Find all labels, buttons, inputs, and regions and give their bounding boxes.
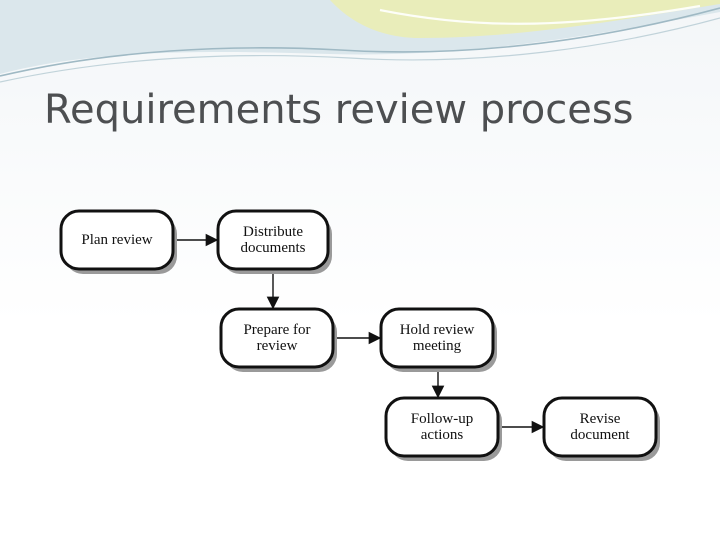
node-label: Follow-up [411,411,474,427]
node-label: document [570,427,630,443]
node-box [219,307,335,369]
node-label: Prepare for [243,322,310,338]
node-label: Revise [580,411,621,427]
node-label: Hold review [400,322,475,338]
node-label: documents [241,240,306,256]
node-label: Distribute [243,224,303,240]
node-box [542,396,658,458]
header-swoosh-decoration [0,0,720,83]
node-plan-review: Plan review [59,209,177,274]
node-box [59,209,175,271]
node-box [216,209,330,271]
node-box [379,307,495,369]
node-label: meeting [413,338,462,354]
node-label: Plan review [81,232,152,248]
node-label: actions [421,427,464,443]
node-label: review [257,338,298,354]
edges-layer [173,233,545,434]
node-box [384,396,500,458]
slide-title: Requirements review process [44,87,634,133]
